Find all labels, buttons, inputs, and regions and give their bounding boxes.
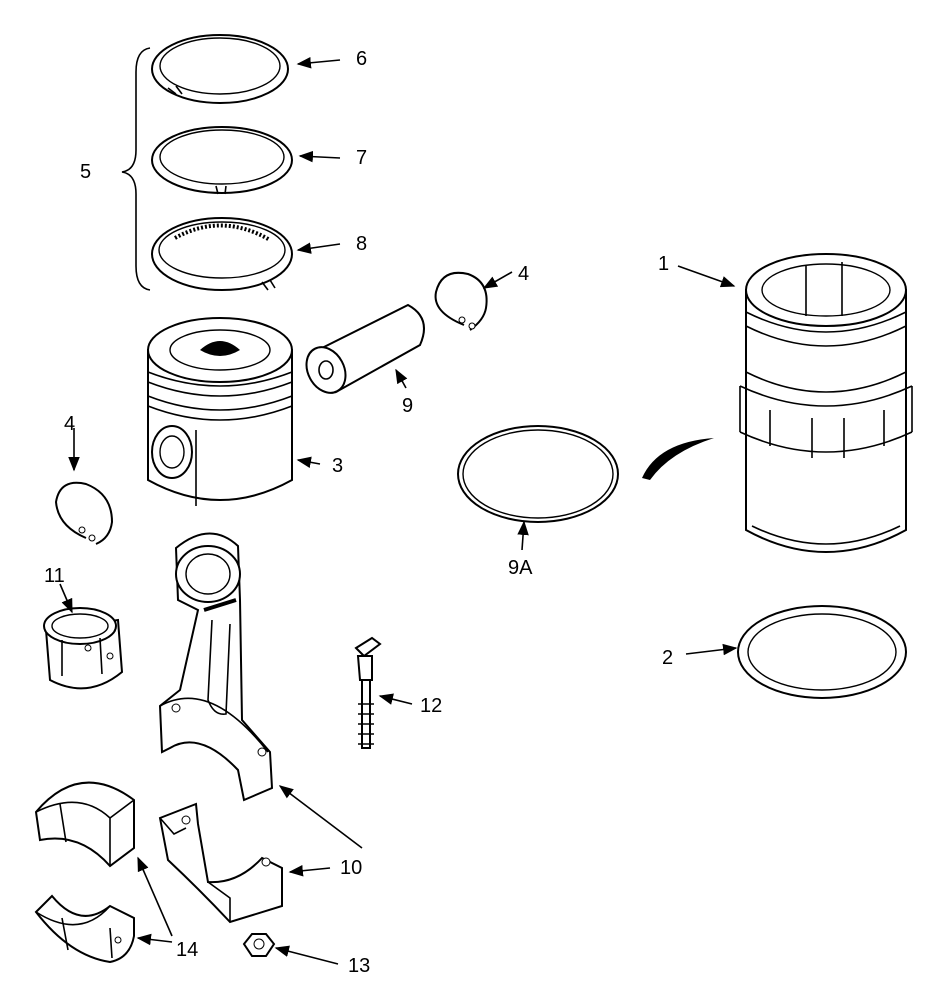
label-rod-bolt: 12 [420, 695, 442, 717]
label-piston: 3 [332, 455, 343, 477]
label-ring-set: 5 [80, 161, 91, 183]
pin-bushing [43, 607, 124, 690]
label-top-ring: 6 [356, 48, 367, 70]
label-connecting-rod: 10 [340, 857, 362, 879]
label-nut: 13 [348, 955, 370, 977]
top-ring [151, 34, 289, 104]
retaining-ring-right [434, 271, 488, 331]
leader-lines [59, 57, 738, 965]
insertion-arrow [642, 438, 714, 480]
liner-seal-ring [737, 605, 907, 699]
label-retaining-ring-left: 4 [64, 413, 75, 435]
connecting-rod [158, 532, 274, 802]
label-second-ring: 7 [356, 147, 367, 169]
label-retaining-ring-right: 4 [518, 263, 529, 285]
piston [147, 317, 293, 506]
cylinder-liner [739, 253, 913, 553]
piston-pin [305, 303, 425, 394]
bearing-shell-upper [34, 781, 135, 868]
retaining-ring-left [54, 481, 114, 545]
rod-cap [158, 802, 283, 924]
label-o-ring: 9A [508, 557, 533, 579]
label-liner-seal-ring: 2 [662, 647, 673, 669]
ring-set-brace [121, 47, 151, 291]
label-oil-ring: 8 [356, 233, 367, 255]
label-piston-pin: 9 [402, 395, 413, 417]
label-liner: 1 [658, 253, 669, 275]
callout-labels: 6 7 8 5 4 1 3 4 9 9A 2 11 12 10 14 13 [44, 48, 673, 977]
o-ring [457, 425, 619, 523]
label-bearing-shells: 14 [176, 939, 198, 961]
second-ring [151, 126, 293, 195]
bearing-shell-lower [34, 894, 135, 964]
rod-bolt [354, 636, 382, 749]
oil-ring [151, 217, 293, 291]
label-pin-bushing: 11 [44, 565, 65, 587]
nut [242, 933, 276, 957]
